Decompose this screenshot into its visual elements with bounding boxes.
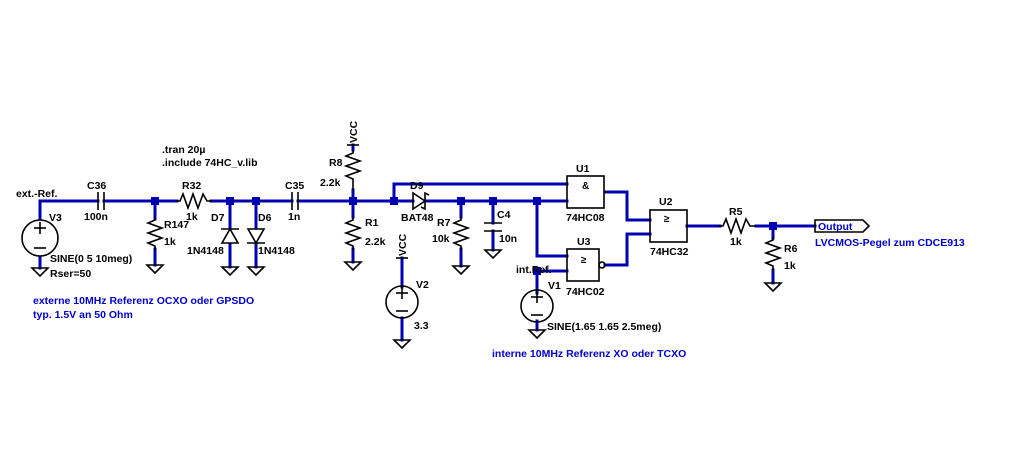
r5-ref: R5 [729,206,743,218]
note-ext-ref-line2: typ. 1.5V an 50 Ohm [33,309,133,321]
output-port-label: Output [818,221,853,233]
r147-value: 1k [164,236,176,248]
resistor-icon [145,217,165,250]
c35-value: 1n [288,211,300,223]
net-label-ext-ref: ext.-Ref. [16,188,58,200]
wires [38,143,817,342]
d9-ref: D9 [410,180,424,192]
d9-value: BAT48 [401,212,434,224]
ground-icon [483,249,503,260]
note-int-ref: interne 10MHz Referenz XO oder TCXO [492,348,686,360]
u3-ref: U3 [577,236,591,248]
vcc-label-v2: VCC [397,233,409,256]
diode-icon [246,228,266,245]
resistor-icon [343,150,363,190]
u1-ref: U1 [576,163,590,175]
d6-value: 1N4148 [258,245,295,257]
r7-ref: R7 [437,217,451,229]
r147-ref: R147 [164,219,189,231]
v2-ref: V2 [416,279,429,291]
u3-symbol: ≥ [581,255,587,266]
d6-ref: D6 [258,212,272,224]
u2-ref: U2 [659,196,673,208]
c4-ref: C4 [497,209,511,221]
r7-value: 10k [432,233,450,245]
directive-tran: .tran 20µ [162,144,205,156]
note-ext-ref-line1: externe 10MHz Referenz OCXO oder GPSDO [33,295,254,307]
u3-value: 74HC02 [566,286,605,298]
c36-value: 100n [84,211,108,223]
r6-ref: R6 [784,243,798,255]
vcc-label-r8: VCC [348,120,360,143]
and-gate-icon [566,175,607,209]
or-gate-icon [649,209,688,243]
ground-icon [763,282,783,293]
ground-icon [246,266,266,277]
directive-include: .include 74HC_v.lib [162,157,258,169]
c35-ref: C35 [285,180,304,192]
note-output-level: LVCMOS-Pegel zum CDCE913 [815,237,965,249]
ground-icon [527,329,547,340]
ground-icon [145,264,165,275]
v3-value: SINE(0 5 10meg) [50,253,132,265]
resistor-icon [343,217,363,250]
r1-ref: R1 [365,217,379,229]
schottky-diode-icon [412,191,430,211]
diode-icon [220,227,240,244]
v1-value: SINE(1.65 1.65 2.5meg) [547,321,661,333]
capacitor-icon [484,222,502,232]
ground-icon [220,266,240,277]
u2-symbol: ≥ [664,214,670,225]
c36-ref: C36 [87,180,106,192]
r1-value: 2.2k [365,236,386,248]
r32-ref: R32 [182,180,201,192]
ground-icon [30,267,50,278]
v3-rser: Rser=50 [50,268,91,280]
u1-symbol: & [582,181,589,192]
u2-value: 74HC32 [650,246,689,258]
nor-gate-icon [566,248,606,282]
v1-ref: V1 [548,280,561,292]
c4-value: 10n [499,233,517,245]
ground-icon [343,261,363,272]
capacitor-icon [97,192,105,210]
u1-value: 74HC08 [566,212,605,224]
output-port-icon [814,219,871,233]
r5-value: 1k [730,236,742,248]
v3-ref: V3 [49,212,62,224]
r6-value: 1k [784,260,796,272]
voltage-source-icon [21,219,59,257]
voltage-source-icon [385,285,419,319]
r8-ref: R8 [329,157,343,169]
r8-value: 2.2k [320,177,341,189]
junctions [151,197,777,275]
ground-icon [451,265,471,276]
resistor-icon [719,216,756,236]
d7-value: 1N4148 [187,245,224,257]
voltage-source-icon [520,289,554,323]
ground-icon [392,339,412,350]
capacitor-icon [291,192,299,210]
v2-value: 3.3 [414,320,429,332]
net-label-int-ref: int.Ref. [516,264,552,276]
resistor-icon [451,217,471,250]
r32-value: 1k [186,211,198,223]
d7-ref: D7 [211,212,225,224]
resistor-icon [176,191,212,211]
resistor-icon [763,237,783,270]
